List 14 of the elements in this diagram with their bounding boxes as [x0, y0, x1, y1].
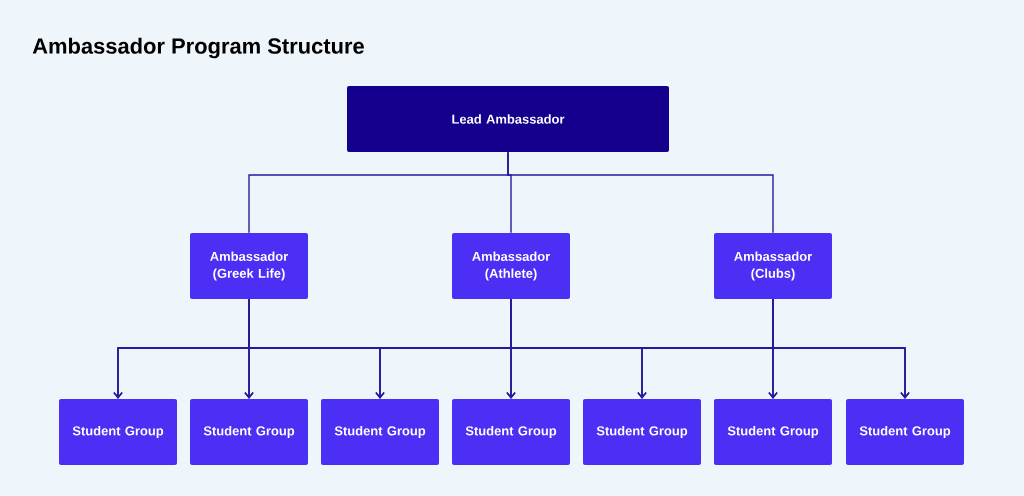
- title: Ambassador Program Structure: [32, 37, 364, 59]
- org-box: Student Group: [321, 399, 439, 465]
- connector: [507, 151, 774, 234]
- org-box: Ambassador (Greek Life): [190, 233, 308, 299]
- org-box: Student Group: [846, 399, 964, 465]
- org-box: Student Group: [452, 399, 570, 465]
- connector: [772, 298, 910, 399]
- org-box: Student Group: [583, 399, 701, 465]
- org-box: Ambassador (Athlete): [452, 233, 570, 299]
- org-box: Lead Ambassador: [347, 86, 669, 152]
- org-box: Student Group: [714, 399, 832, 465]
- org-box: Student Group: [59, 399, 177, 465]
- org-box: Ambassador (Clubs): [714, 233, 832, 299]
- org-box: Student Group: [190, 399, 308, 465]
